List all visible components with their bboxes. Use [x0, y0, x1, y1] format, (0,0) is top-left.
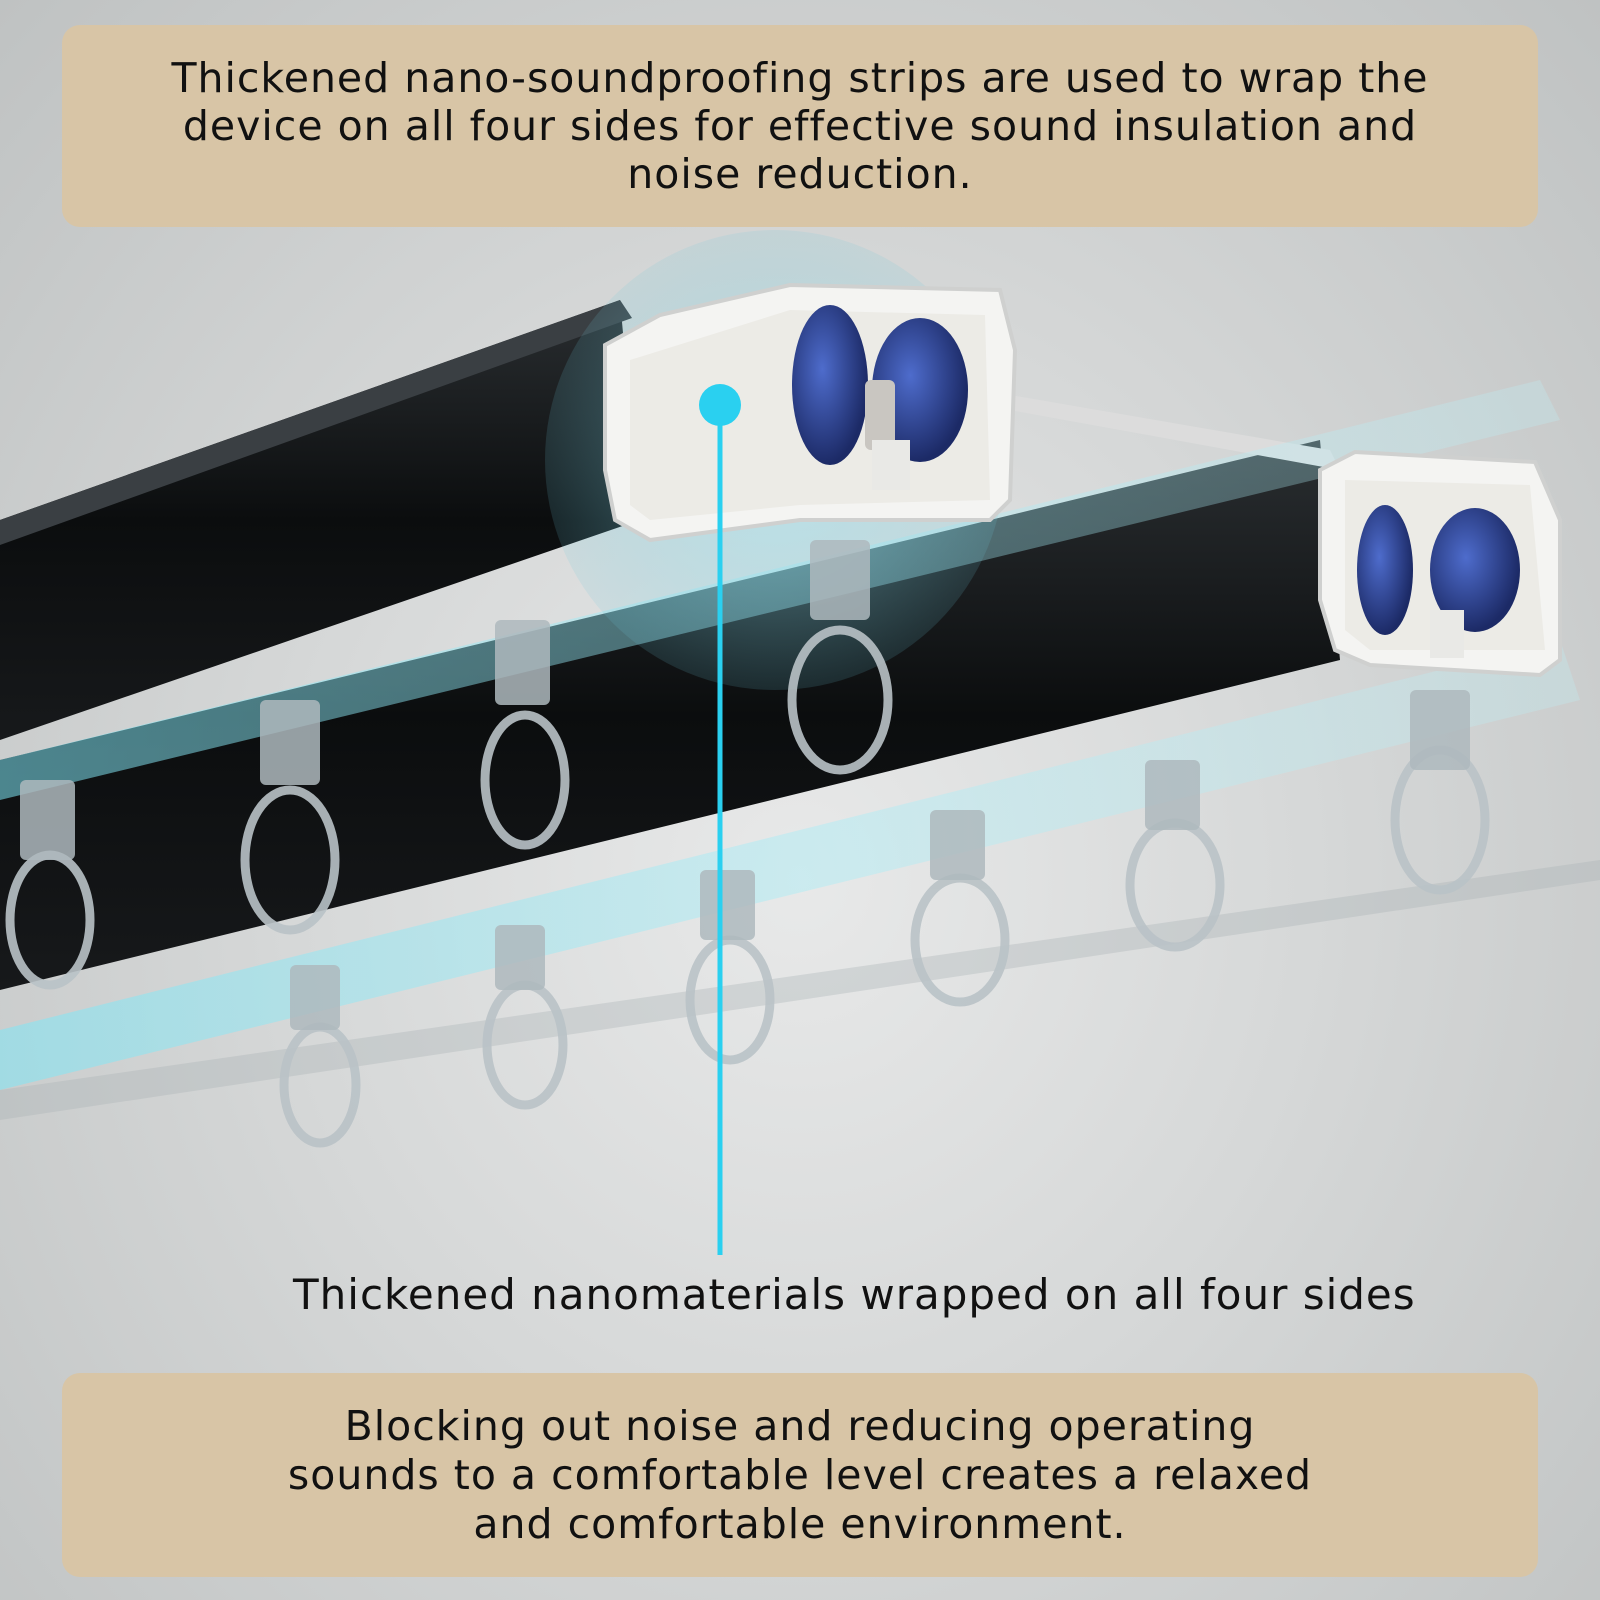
callout-label: Thickened nanomaterials wrapped on all f…	[293, 1270, 1416, 1319]
bottom-description-banner: Blocking out noise and reducing operatin…	[62, 1373, 1538, 1577]
right-end-profile	[1318, 449, 1562, 678]
back-rail	[0, 300, 640, 740]
top-description-banner: Thickened nano-soundproofing strips are …	[62, 25, 1538, 227]
ring-mounts	[20, 540, 1470, 1030]
left-end-profile	[603, 282, 1018, 543]
glow-strip-lower	[0, 640, 1580, 1090]
top-description-text: Thickened nano-soundproofing strips are …	[171, 54, 1429, 198]
bottom-description-text: Blocking out noise and reducing operatin…	[287, 1401, 1313, 1548]
callout-dot	[699, 384, 741, 426]
